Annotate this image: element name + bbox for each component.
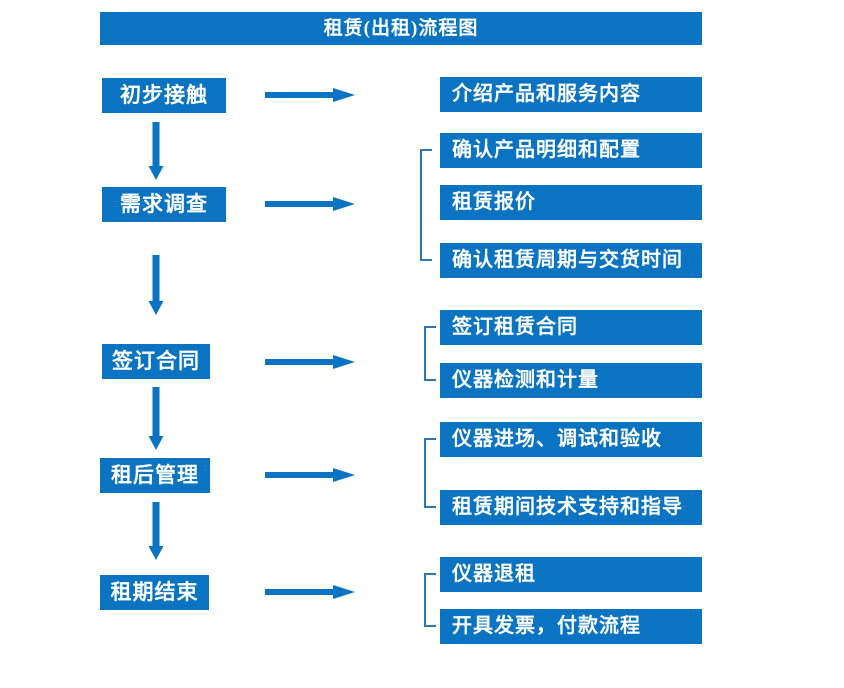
step-box-needs-survey: 需求调查 — [102, 187, 226, 222]
group-bracket-needs-survey — [420, 149, 432, 261]
detail-box-sign-rental-contract: 签订租赁合同 — [440, 310, 702, 345]
step-box-initial-contact: 初步接触 — [102, 78, 226, 113]
step-box-rental-end: 租期结束 — [100, 575, 209, 610]
arrow-right-icon — [265, 194, 355, 214]
arrow-down-icon — [146, 255, 166, 315]
detail-box-invoice-payment: 开具发票，付款流程 — [440, 609, 702, 644]
arrow-down-icon — [146, 122, 166, 180]
arrow-right-icon — [265, 582, 355, 602]
group-bracket-post-rental — [424, 438, 436, 508]
detail-box-introduce-products: 介绍产品和服务内容 — [440, 77, 702, 112]
detail-box-rental-quote: 租赁报价 — [440, 185, 702, 220]
detail-box-tech-support: 租赁期间技术支持和指导 — [440, 490, 702, 525]
arrow-right-icon — [265, 85, 355, 105]
arrow-down-icon — [146, 387, 166, 450]
group-bracket-rental-end — [424, 573, 436, 627]
arrow-down-icon — [146, 502, 166, 560]
group-bracket-sign-contract — [424, 326, 436, 381]
diagram-title: 租赁(出租)流程图 — [100, 12, 702, 45]
detail-box-confirm-period-delivery: 确认租赁周期与交货时间 — [440, 243, 702, 278]
detail-box-instrument-setup-acceptance: 仪器进场、调试和验收 — [440, 422, 702, 457]
arrow-right-icon — [265, 465, 355, 485]
detail-box-confirm-product-config: 确认产品明细和配置 — [440, 133, 702, 168]
arrow-right-icon — [265, 352, 355, 372]
detail-box-instrument-inspection: 仪器检测和计量 — [440, 363, 702, 398]
step-box-post-rental-management: 租后管理 — [100, 458, 210, 493]
step-box-sign-contract: 签订合同 — [102, 344, 210, 379]
detail-box-instrument-return: 仪器退租 — [440, 557, 702, 592]
